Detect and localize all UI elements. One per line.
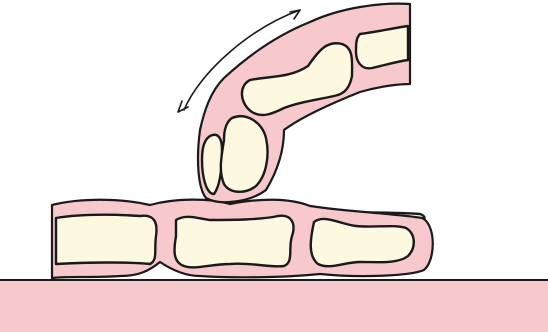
- moving-finger: [198, 4, 410, 203]
- moving-finger-nail: [202, 135, 222, 194]
- motion-arrow-head-bottom: [178, 101, 188, 112]
- surface: [0, 280, 548, 332]
- moving-proximal-phalanx: [356, 26, 408, 68]
- resting-proximal-phalanx: [56, 215, 156, 264]
- resting-distal-phalanx: [311, 219, 414, 266]
- moving-distal-phalanx: [221, 116, 268, 192]
- motion-arrow-head-top: [290, 10, 300, 19]
- resting-finger: [52, 200, 433, 278]
- resting-middle-phalanx: [174, 216, 293, 268]
